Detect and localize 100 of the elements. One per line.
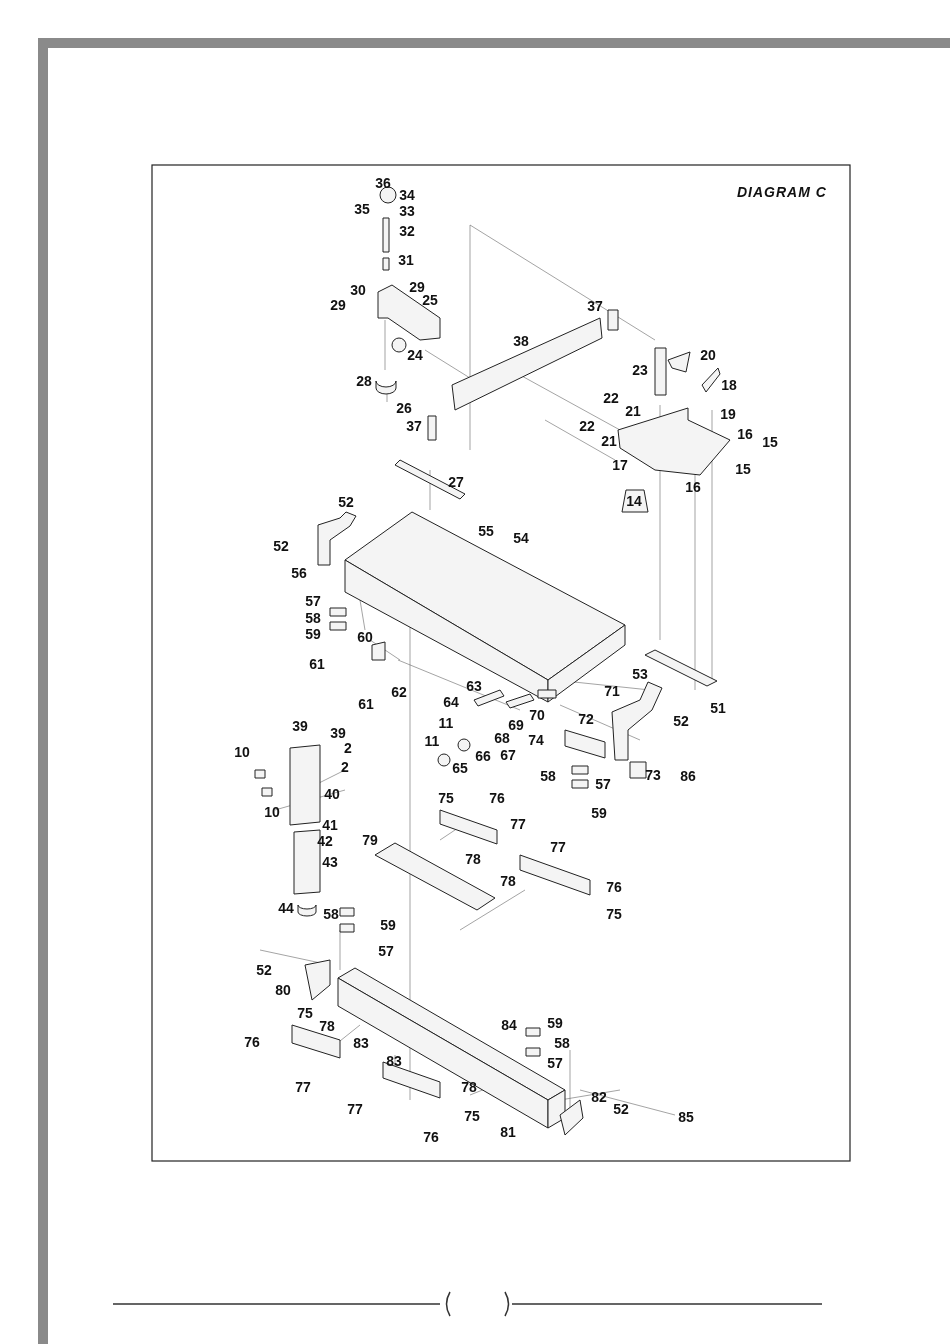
callout-number: 40 [324, 787, 340, 801]
callout-number: 39 [292, 719, 308, 733]
callout-number: 60 [357, 630, 373, 644]
callout-number: 28 [356, 374, 372, 388]
callout-number: 84 [501, 1018, 517, 1032]
callout-number: 52 [613, 1102, 629, 1116]
callout-number: 2 [344, 741, 352, 755]
callout-number: 75 [438, 791, 454, 805]
callout-number: 27 [448, 475, 464, 489]
callout-number: 68 [494, 731, 510, 745]
callout-number: 75 [606, 907, 622, 921]
callout-number: 55 [478, 524, 494, 538]
callout-number: 20 [700, 348, 716, 362]
callout-number: 52 [673, 714, 689, 728]
callout-number: 24 [407, 348, 423, 362]
callout-number: 25 [422, 293, 438, 307]
callout-number: 59 [591, 806, 607, 820]
callout-number: 52 [256, 963, 272, 977]
callout-number: 42 [317, 834, 333, 848]
callout-number: 2 [341, 760, 349, 774]
callout-number: 75 [297, 1006, 313, 1020]
callout-number: 78 [500, 874, 516, 888]
callout-number: 63 [466, 679, 482, 693]
callout-number: 31 [398, 253, 414, 267]
callout-number: 29 [330, 298, 346, 312]
callout-number: 85 [678, 1110, 694, 1124]
callout-number: 67 [500, 748, 516, 762]
callout-number: 59 [305, 627, 321, 641]
callout-number: 43 [322, 855, 338, 869]
callout-number: 37 [406, 419, 422, 433]
callout-number: 76 [244, 1035, 260, 1049]
callout-number: 23 [632, 363, 648, 377]
callout-number: 44 [278, 901, 294, 915]
callout-number: 58 [540, 769, 556, 783]
callout-number: 36 [375, 176, 391, 190]
callout-number: 64 [443, 695, 459, 709]
callout-number: 78 [461, 1080, 477, 1094]
callout-number: 61 [309, 657, 325, 671]
callout-number: 62 [391, 685, 407, 699]
callout-number: 78 [319, 1019, 335, 1033]
callout-number: 58 [554, 1036, 570, 1050]
callout-number: 74 [528, 733, 544, 747]
callout-number: 15 [735, 462, 751, 476]
callout-number: 61 [358, 697, 374, 711]
callout-number: 29 [409, 280, 425, 294]
callout-number: 17 [612, 458, 628, 472]
callout-number: 54 [513, 531, 529, 545]
callout-number: 18 [721, 378, 737, 392]
callout-number: 71 [604, 684, 620, 698]
callout-number: 52 [338, 495, 354, 509]
diagram-title: DIAGRAM C [737, 185, 827, 199]
callout-number: 19 [720, 407, 736, 421]
callout-number: 11 [424, 734, 440, 748]
callout-number: 41 [322, 818, 338, 832]
callout-number: 73 [645, 768, 661, 782]
callout-number: 59 [547, 1016, 563, 1030]
callout-number: 75 [464, 1109, 480, 1123]
callout-number: 86 [680, 769, 696, 783]
callout-number: 77 [550, 840, 566, 854]
callout-number: 16 [685, 480, 701, 494]
callout-number: 57 [547, 1056, 563, 1070]
callout-number: 57 [378, 944, 394, 958]
callout-number: 69 [508, 718, 524, 732]
callout-number: 22 [579, 419, 595, 433]
callout-number: 38 [513, 334, 529, 348]
callout-number: 80 [275, 983, 291, 997]
callout-number: 72 [578, 712, 594, 726]
callout-number: 39 [330, 726, 346, 740]
callout-number: 65 [452, 761, 468, 775]
callout-number: 79 [362, 833, 378, 847]
callout-number: 10 [264, 805, 280, 819]
callout-number: 15 [762, 435, 778, 449]
callout-number: 34 [399, 188, 415, 202]
callout-number: 76 [423, 1130, 439, 1144]
callout-number: 11 [438, 716, 454, 730]
callout-number: 66 [475, 749, 491, 763]
callout-number: 35 [354, 202, 370, 216]
callout-number: 77 [347, 1102, 363, 1116]
callout-number: 82 [591, 1090, 607, 1104]
callout-number: 59 [380, 918, 396, 932]
callout-number: 33 [399, 204, 415, 218]
callout-number: 58 [305, 611, 321, 625]
callout-number: 30 [350, 283, 366, 297]
callout-number: 70 [529, 708, 545, 722]
callout-number: 14 [626, 494, 642, 508]
callout-number: 37 [587, 299, 603, 313]
callout-number: 83 [386, 1054, 402, 1068]
callout-number: 22 [603, 391, 619, 405]
callout-number: 10 [234, 745, 250, 759]
callout-number: 21 [601, 434, 617, 448]
callout-number: 81 [500, 1125, 516, 1139]
callout-number: 51 [710, 701, 726, 715]
callout-number: 53 [632, 667, 648, 681]
callout-number: 77 [510, 817, 526, 831]
callout-number: 52 [273, 539, 289, 553]
callout-number: 78 [465, 852, 481, 866]
callout-number: 32 [399, 224, 415, 238]
callout-number: 56 [291, 566, 307, 580]
callout-number: 57 [305, 594, 321, 608]
callout-number: 16 [737, 427, 753, 441]
